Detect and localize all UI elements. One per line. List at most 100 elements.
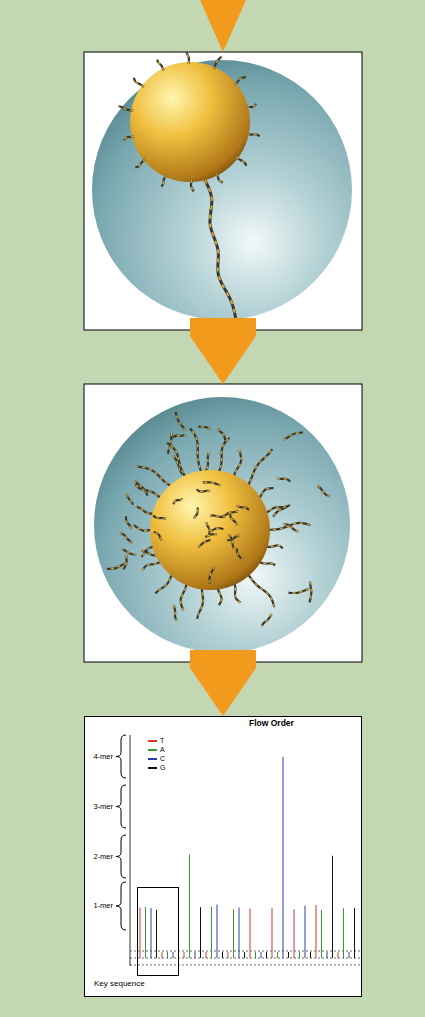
dna-strand: [120, 533, 133, 543]
dna-strand: [205, 452, 209, 471]
panel-frame: [84, 52, 362, 330]
dna-strand: [262, 614, 272, 626]
flow-bar: [261, 952, 262, 958]
dna-strand: [205, 452, 209, 471]
droplet: [92, 60, 352, 320]
dna-strand: [214, 57, 222, 70]
dna-strand: [186, 52, 189, 64]
flow-arrow: [190, 650, 256, 716]
dna-strand: [122, 549, 136, 555]
dna-strand: [264, 505, 290, 514]
dna-strand: [237, 548, 243, 561]
flow-bar: [266, 952, 267, 958]
dna-strand: [127, 494, 133, 505]
dna-strand: [266, 523, 310, 530]
dna-strand: [264, 505, 290, 514]
flow-bar: [316, 905, 317, 958]
dna-strand: [155, 572, 173, 593]
legend-swatch: [148, 749, 157, 751]
dna-strand: [174, 605, 177, 621]
dna-strand: [126, 516, 131, 529]
dna-strand: [134, 78, 144, 87]
legend-swatch: [148, 767, 157, 769]
dna-strand: [246, 104, 256, 108]
flow-bar: [222, 952, 223, 958]
flow-bar: [310, 952, 311, 958]
dna-strand: [173, 499, 182, 504]
legend-swatch: [148, 758, 157, 760]
dna-strand: [309, 582, 311, 603]
dna-strand: [161, 175, 166, 187]
legend-swatch: [148, 740, 157, 742]
panel-frame: [84, 716, 362, 997]
flow-bar: [305, 906, 306, 958]
chart-box: Flow OrderKey sequence: [84, 716, 362, 997]
flow-bar: [206, 952, 207, 958]
flow-bar: [211, 907, 212, 958]
dna-strand: [262, 614, 272, 626]
dna-strand: [190, 428, 202, 474]
dna-strand: [157, 60, 163, 71]
flow-bar: [233, 909, 234, 958]
dna-strand: [203, 482, 221, 485]
flow-bar: [239, 908, 240, 958]
dna-strand: [135, 159, 145, 167]
dna-strand: [155, 572, 173, 593]
flow-arrow: [190, 318, 256, 384]
flow-bar: [299, 952, 300, 958]
dna-strand: [317, 486, 330, 497]
dna-strand: [218, 429, 226, 441]
dna-strand: [198, 540, 211, 547]
dna-strand: [237, 506, 249, 510]
dna-strand: [123, 555, 126, 569]
dna-strand: [218, 438, 229, 475]
dna-strand: [210, 528, 224, 531]
dna-strand: [237, 548, 243, 561]
brace: [116, 882, 126, 930]
dna-strand: [284, 432, 303, 439]
dna-strand: [233, 450, 241, 479]
dna-strand: [247, 134, 260, 137]
dna-strand: [216, 174, 222, 183]
dna-strand: [230, 514, 237, 525]
dna-strand: [176, 412, 185, 431]
gridline: [130, 965, 360, 966]
dna-strand: [234, 77, 246, 85]
dna-strand: [203, 482, 221, 485]
gridline: [130, 951, 360, 952]
dna-strand: [173, 499, 182, 504]
dna-strand: [118, 106, 133, 110]
dna-strand: [234, 77, 246, 85]
dna-strand: [277, 478, 290, 481]
axis-label: 2-mer: [93, 853, 113, 861]
legend-entry: G: [148, 763, 172, 772]
axis-label: 3-mer: [93, 803, 113, 811]
dna-strand: [247, 449, 273, 488]
flow-bar: [349, 952, 350, 958]
flow-bar: [195, 952, 196, 958]
panel-frame: [84, 384, 362, 662]
dna-strand: [218, 438, 229, 475]
flow-bar: [189, 855, 190, 958]
dna-strand: [154, 532, 162, 540]
flow-bar: [140, 908, 141, 958]
dna-strand: [246, 104, 256, 108]
dna-strand: [205, 180, 236, 320]
dna-strand: [154, 532, 162, 540]
dna-strand: [197, 489, 211, 491]
dna-strand: [126, 516, 131, 529]
dna-strand: [236, 157, 246, 166]
brace: [116, 735, 126, 778]
legend-entry: T: [148, 736, 172, 745]
legend-label: A: [160, 745, 165, 754]
legend-entry: C: [148, 754, 172, 763]
flow-bar: [145, 907, 146, 958]
flow-bar: [167, 952, 168, 958]
dna-strand: [123, 555, 126, 569]
flow-bar: [338, 952, 339, 958]
legend-label: T: [160, 736, 164, 745]
flow-bar: [343, 908, 344, 958]
flow-bar: [277, 952, 278, 958]
dna-strand: [181, 581, 187, 610]
flow-bar: [294, 909, 295, 958]
